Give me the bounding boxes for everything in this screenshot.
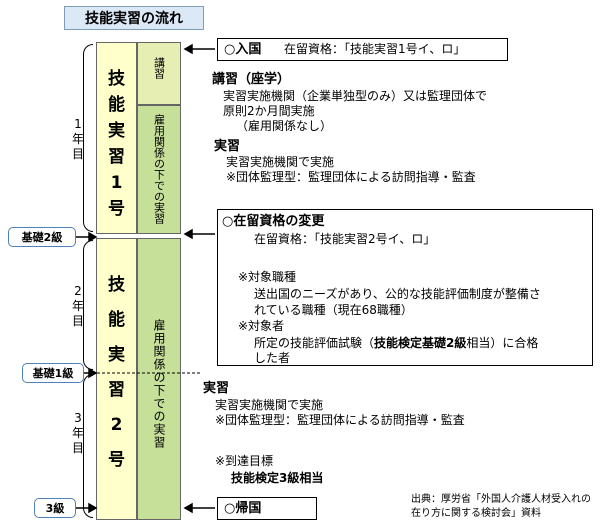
employment-2-bar: 雇用関係の下での実習 bbox=[137, 238, 181, 520]
lecture-line-1: 実習実施機関（企業単独型のみ）又は監理団体で bbox=[223, 89, 488, 103]
entry-box: ○入国 在留資格：「技能実習1号イ、ロ」 bbox=[217, 38, 508, 61]
lecture-bar: 講習 bbox=[137, 42, 181, 105]
target-heading: ※対象者 bbox=[238, 319, 285, 333]
occupation-line-2: れている職種（現在68職種） bbox=[254, 303, 413, 317]
year-1-label: 1 年 目 bbox=[71, 117, 84, 161]
employment-2-label: 雇用関係の下での実習 bbox=[152, 319, 166, 449]
year-divider-line bbox=[92, 372, 200, 374]
status-change-heading: ○在留資格の変更 bbox=[222, 214, 325, 229]
employment-1-bar: 雇用関係の下での実習 bbox=[137, 105, 181, 234]
entry-label: ○入国 bbox=[224, 42, 262, 57]
lecture-heading: 講習（座学） bbox=[212, 72, 291, 87]
target-line-1: 所定の技能評価試験（技能検定基礎2級相当）に合格 bbox=[254, 336, 539, 350]
training-1-line-2: ※団体監理型：監理団体による訪問指導・監査 bbox=[226, 170, 476, 184]
source-line-1: 出典：厚労省「外国人介護人材受入れの bbox=[411, 494, 591, 505]
occupation-heading: ※対象職種 bbox=[238, 270, 297, 284]
training-1-heading: 実習 bbox=[214, 139, 241, 154]
grade-basic1-badge: 基礎1級 bbox=[22, 363, 84, 383]
training-2-line-1: 実習実施機関で実施 bbox=[215, 398, 324, 412]
entry-status: 在留資格：「技能実習1号イ、ロ」 bbox=[284, 42, 466, 56]
grade-3-badge: 3級 bbox=[34, 498, 76, 518]
ginou-1-bar: 技 能 実 習 1 号 bbox=[96, 42, 137, 234]
lecture-label: 講習 bbox=[152, 57, 166, 79]
lecture-line-3: （雇用関係なし） bbox=[236, 119, 333, 133]
occupation-line-1: 送出国のニーズがあり、公的な技能評価制度が整備さ bbox=[254, 287, 541, 301]
goal-text: 技能検定3級相当 bbox=[231, 471, 324, 485]
page-title: 技能実習の流れ bbox=[64, 6, 204, 30]
ginou-1-label: 技 能 実 習 1 号 bbox=[108, 69, 125, 219]
status-change-status: 在留資格：「技能実習2号イ、ロ」 bbox=[254, 232, 436, 246]
target-line-2: した者 bbox=[254, 351, 291, 365]
training-2-line-2: ※団体監理型：監理団体による訪問指導・監査 bbox=[215, 413, 465, 427]
return-box: ○帰国 bbox=[217, 497, 317, 520]
goal-heading: ※到達目標 bbox=[215, 454, 274, 468]
lecture-line-2: 原則2か月間実施 bbox=[223, 104, 315, 118]
training-2-heading: 実習 bbox=[203, 381, 230, 396]
year-2-label: 2 年 目 bbox=[71, 284, 84, 328]
status-change-box: ○在留資格の変更 在留資格：「技能実習2号イ、ロ」 ※対象職種 送出国のニーズが… bbox=[217, 209, 593, 366]
grade-basic2-badge: 基礎2級 bbox=[8, 227, 76, 247]
training-1-line-1: 実習実施機関で実施 bbox=[226, 155, 335, 169]
return-label: ○帰国 bbox=[224, 501, 262, 516]
year-3-label: 3 年 目 bbox=[71, 411, 84, 455]
source-line-2: 在り方に関する検討会」資料 bbox=[411, 508, 541, 519]
ginou-2-label: 技 能 実 習 2 号 bbox=[108, 275, 125, 470]
ginou-2-bar: 技 能 実 習 2 号 bbox=[96, 238, 137, 520]
employment-1-label: 雇用関係の下での実習 bbox=[152, 114, 166, 224]
